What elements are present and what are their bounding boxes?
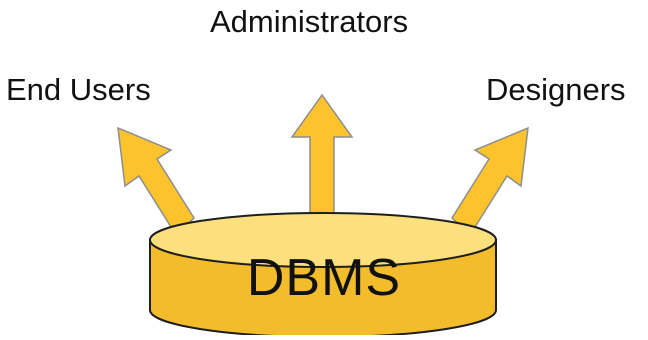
database-label: DBMS xyxy=(246,249,402,307)
cylinder-top xyxy=(149,212,497,268)
label-end-users: End Users xyxy=(6,72,151,107)
arrow-designers-icon xyxy=(451,126,529,237)
label-administrators: Administrators xyxy=(210,4,409,39)
label-designers: Designers xyxy=(486,72,626,107)
database-cylinder-icon xyxy=(149,212,497,338)
arrow-end-users-icon xyxy=(117,126,195,237)
arrow-administrators-icon xyxy=(290,93,354,224)
